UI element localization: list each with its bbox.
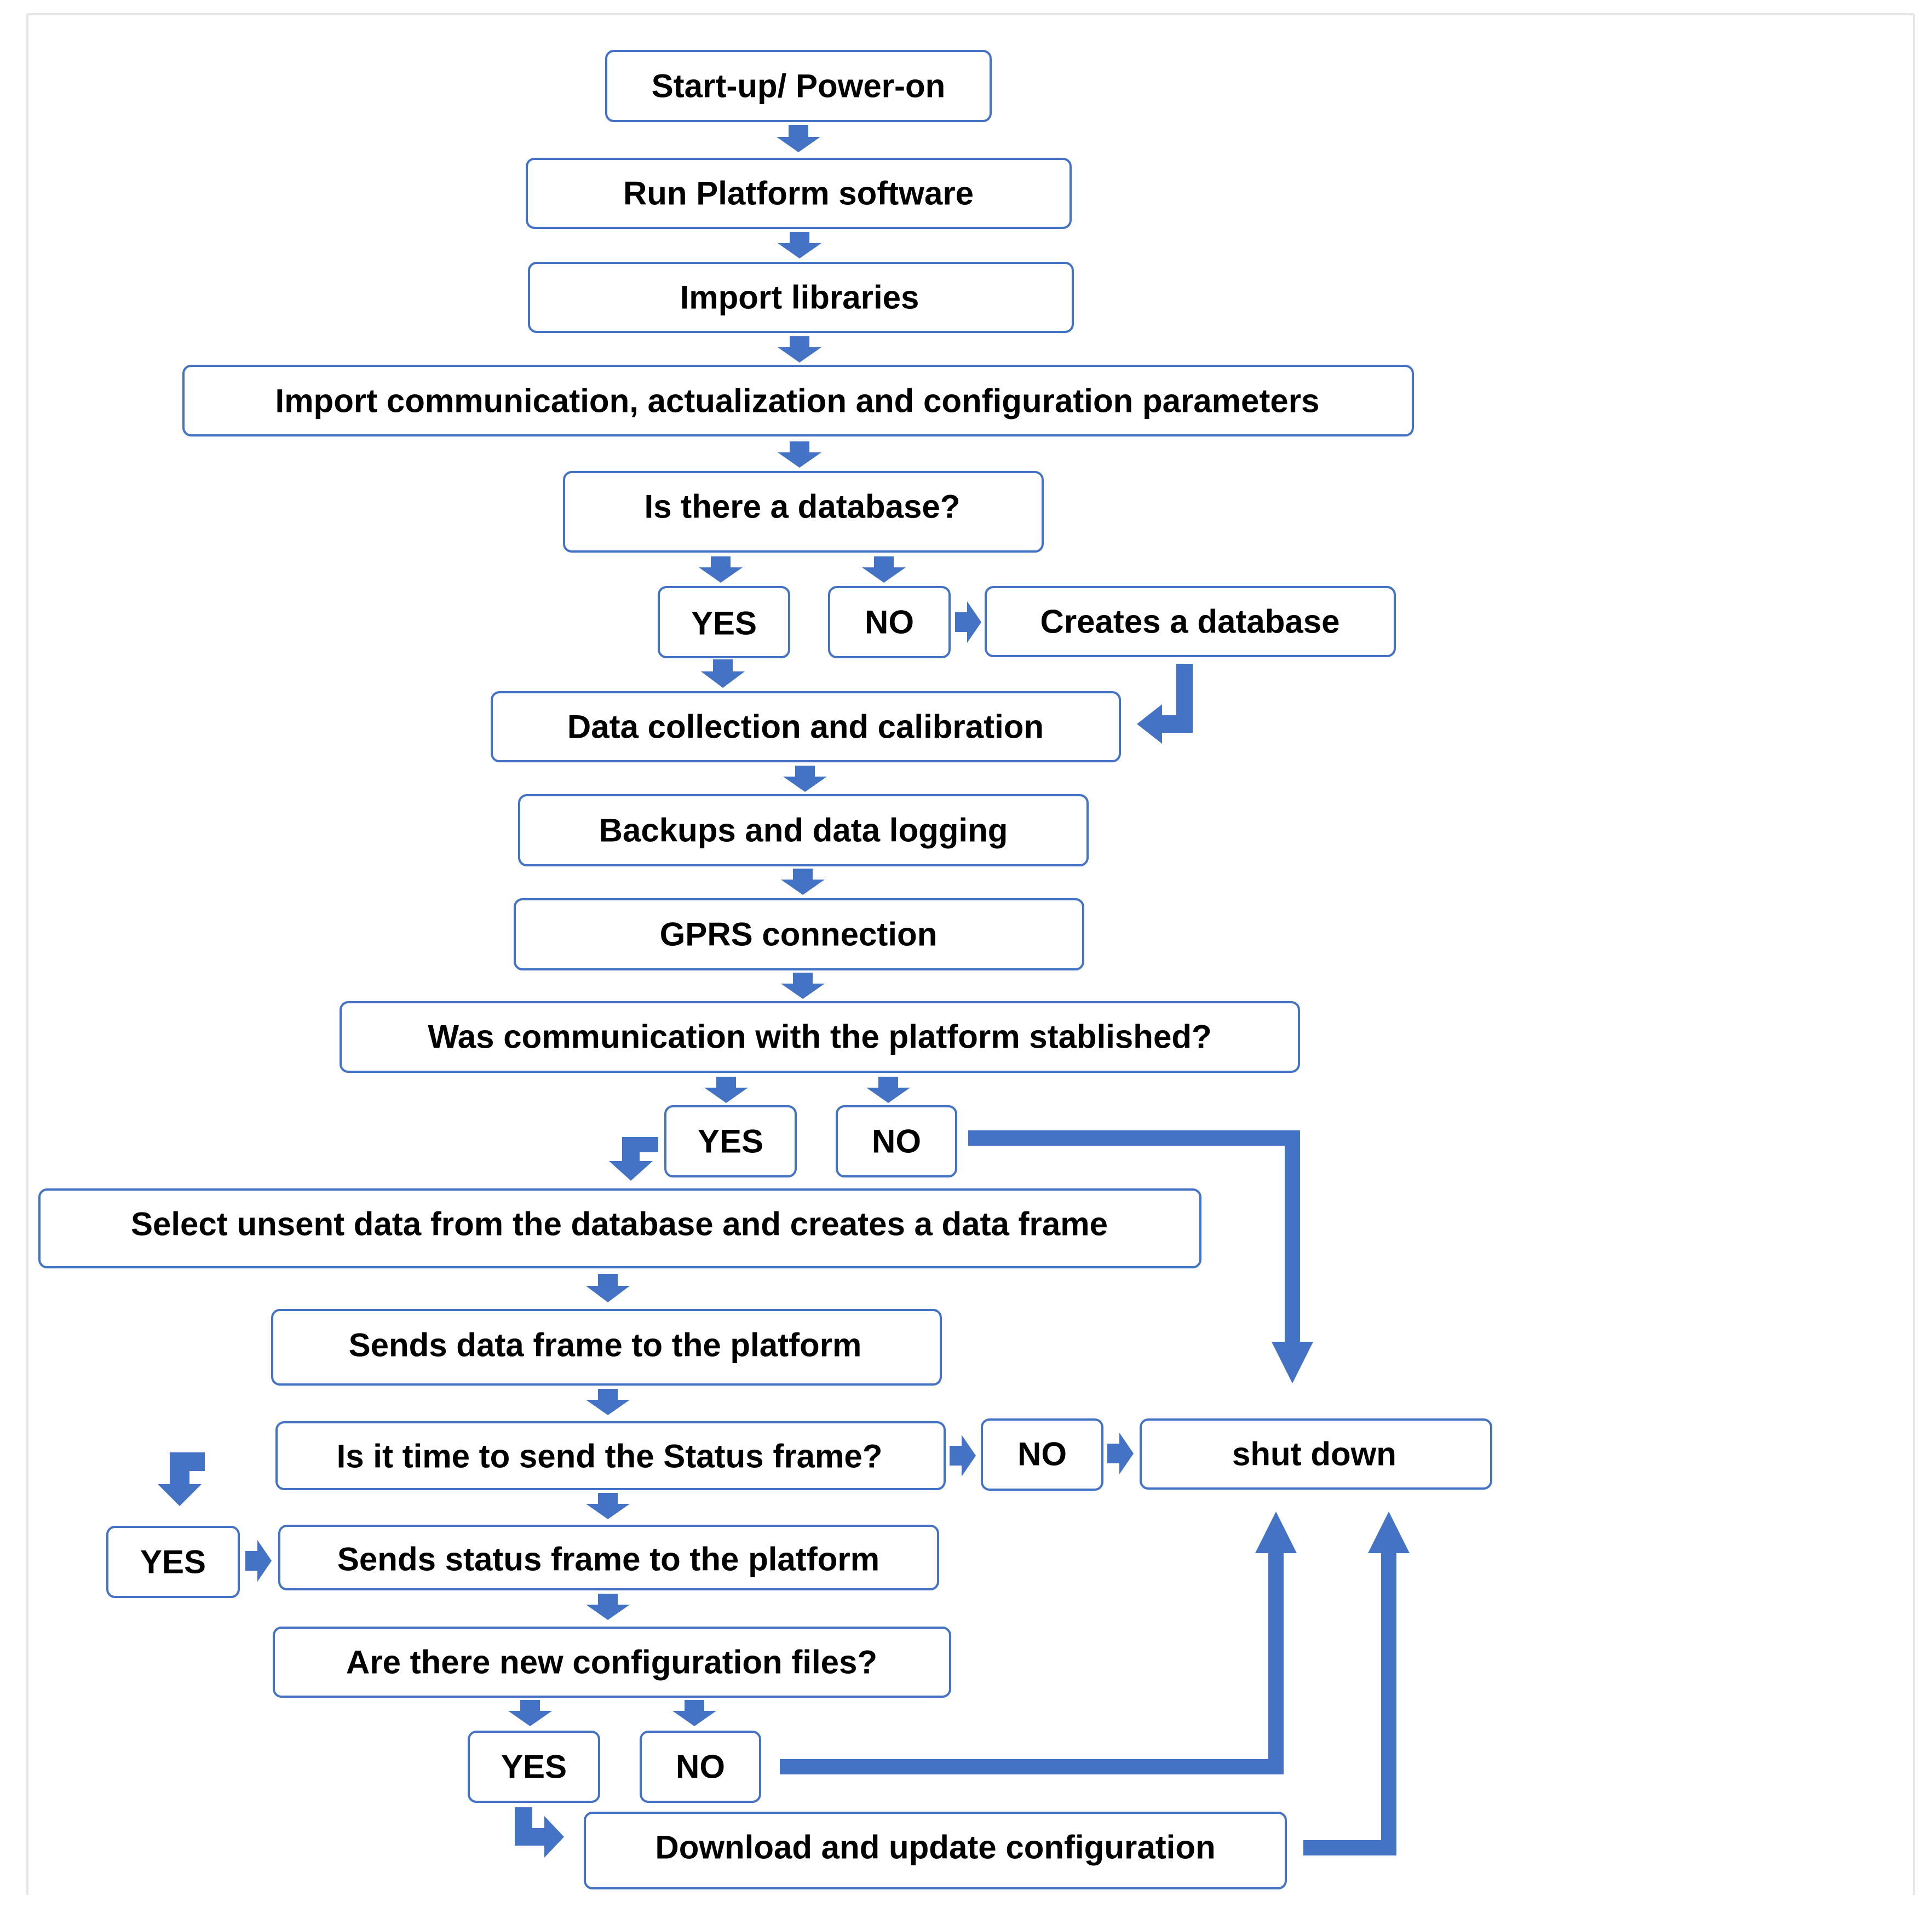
arrow-down — [778, 232, 821, 258]
node-q-config-files: Are there new configuration files? — [273, 1627, 951, 1698]
node-start: Start-up/ Power-on — [605, 50, 992, 122]
bent-arrow-down — [158, 1452, 205, 1506]
node-q-communication-no: NO — [836, 1105, 957, 1177]
node-download-update-label: Download and update configuration — [655, 1829, 1215, 1866]
node-download-update: Download and update configuration — [584, 1812, 1287, 1889]
node-backups: Backups and data logging — [518, 794, 1089, 866]
node-q-status-no-label: NO — [1017, 1436, 1067, 1473]
node-run-software-label: Run Platform software — [623, 175, 974, 212]
arrow-down — [701, 659, 745, 688]
arrow-down — [781, 973, 825, 999]
node-q-communication-yes-label: YES — [698, 1123, 763, 1160]
node-run-software: Run Platform software — [526, 158, 1072, 229]
node-create-database: Creates a database — [985, 586, 1396, 657]
node-q-config-yes: YES — [468, 1731, 600, 1803]
arrow-down — [783, 766, 827, 792]
node-send-data-frame: Sends data frame to the platform — [271, 1309, 942, 1386]
node-import-libraries-label: Import libraries — [680, 279, 919, 316]
arrow-right — [955, 601, 981, 643]
node-import-libraries: Import libraries — [528, 262, 1074, 333]
node-q-status-yes: YES — [106, 1526, 240, 1598]
node-q-config-yes-label: YES — [501, 1749, 567, 1785]
node-q-communication-label: Was communication with the platform stab… — [428, 1019, 1211, 1055]
arrow-down — [586, 1594, 630, 1620]
node-q-communication: Was communication with the platform stab… — [340, 1001, 1300, 1073]
arrow-down — [699, 556, 743, 583]
node-q-communication-yes: YES — [664, 1105, 797, 1177]
arrow-down — [862, 556, 906, 583]
arrow-down — [586, 1493, 630, 1519]
node-create-database-label: Creates a database — [1040, 604, 1340, 640]
node-send-status-frame-label: Sends status frame to the platform — [337, 1541, 879, 1578]
node-q-status-no: NO — [981, 1418, 1103, 1491]
node-q-database-label: Is there a database? — [645, 489, 961, 525]
node-q-config-no: NO — [640, 1731, 761, 1803]
node-send-data-frame-label: Sends data frame to the platform — [349, 1327, 862, 1364]
node-q-config-files-label: Are there new configuration files? — [346, 1644, 877, 1681]
arrow-down — [704, 1077, 748, 1103]
node-select-unsent-label: Select unsent data from the database and… — [131, 1206, 1108, 1243]
arrow-down — [778, 336, 821, 363]
node-q-database-no-label: NO — [865, 604, 914, 641]
node-send-status-frame: Sends status frame to the platform — [278, 1525, 939, 1590]
node-data-collection: Data collection and calibration — [491, 691, 1121, 762]
node-select-unsent: Select unsent data from the database and… — [38, 1188, 1201, 1268]
node-import-params-label: Import communication, actualization and … — [275, 383, 1320, 420]
node-q-config-no-label: NO — [676, 1749, 725, 1785]
arrow-down — [586, 1274, 630, 1302]
node-q-database-yes-label: YES — [691, 605, 757, 642]
connector-communication-no-to-shutdown — [968, 1130, 1313, 1383]
node-q-database: Is there a database? — [563, 471, 1044, 553]
node-start-label: Start-up/ Power-on — [652, 68, 946, 105]
node-gprs-label: GPRS connection — [660, 916, 938, 953]
arrow-down — [508, 1700, 552, 1726]
node-shut-down-label: shut down — [1232, 1436, 1396, 1473]
node-q-status-yes-label: YES — [140, 1544, 206, 1581]
arrow-right — [950, 1435, 976, 1476]
arrow-down — [866, 1077, 910, 1103]
node-import-params: Import communication, actualization and … — [182, 365, 1414, 436]
node-q-communication-no-label: NO — [872, 1123, 921, 1160]
node-backups-label: Backups and data logging — [599, 812, 1008, 849]
node-q-database-yes: YES — [658, 586, 790, 658]
node-gprs: GPRS connection — [514, 898, 1084, 970]
connector-config-no-to-shutdown — [780, 1512, 1297, 1774]
arrow-down — [781, 869, 825, 895]
node-q-database-no: NO — [828, 586, 951, 658]
arrow-down — [777, 125, 820, 152]
arrow-right — [245, 1540, 272, 1582]
connector-download-to-shutdown — [1303, 1512, 1410, 1855]
arrow-down — [672, 1700, 716, 1726]
bent-arrow-down — [609, 1137, 658, 1181]
bent-arrow-right — [515, 1807, 564, 1858]
arrow-down — [778, 441, 821, 468]
node-shut-down: shut down — [1140, 1418, 1492, 1490]
node-data-collection-label: Data collection and calibration — [567, 709, 1044, 745]
arrow-right — [1107, 1433, 1134, 1474]
bent-arrow-left — [1137, 664, 1193, 744]
arrow-down — [586, 1389, 630, 1415]
node-q-status-time: Is it time to send the Status frame? — [275, 1421, 946, 1490]
node-q-status-time-label: Is it time to send the Status frame? — [337, 1438, 883, 1475]
